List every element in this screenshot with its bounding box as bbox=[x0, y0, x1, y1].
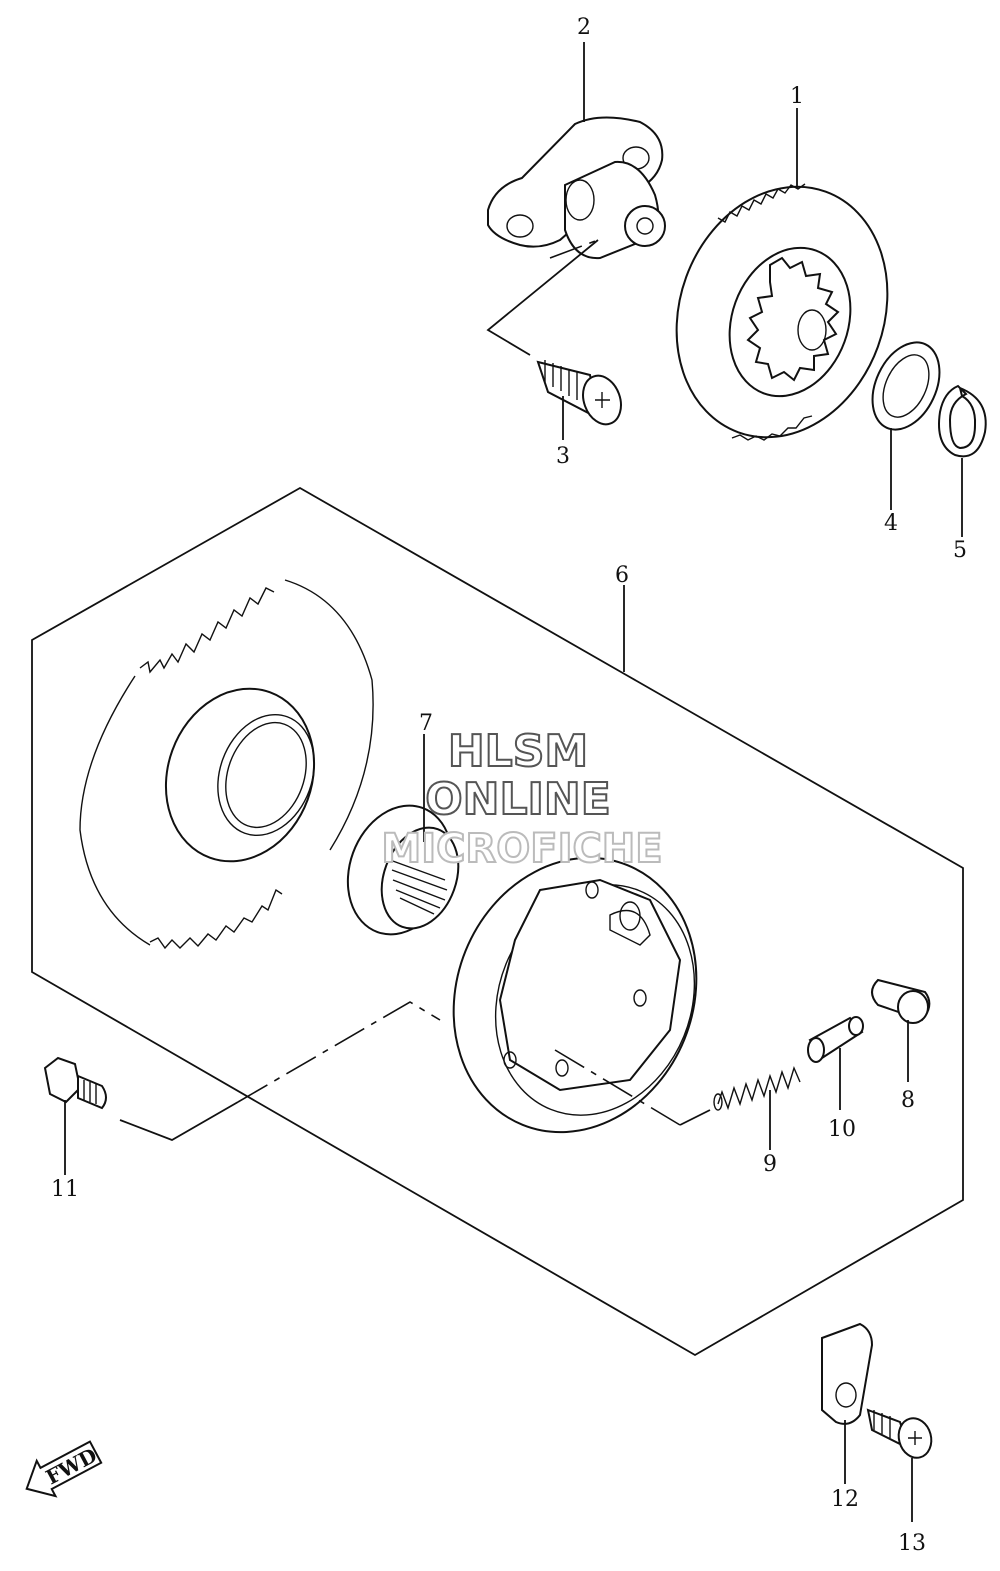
part-12-plate bbox=[821, 1322, 874, 1425]
callout-12: 12 bbox=[831, 1487, 859, 1512]
part-13-screw bbox=[866, 1408, 933, 1459]
part-6-large-gear bbox=[79, 579, 374, 950]
watermark-line-1: HLSM bbox=[448, 726, 588, 777]
fwd-label: FWD bbox=[42, 1443, 101, 1490]
callout-8: 8 bbox=[901, 1088, 915, 1113]
watermark-line-3: MICROFICHE bbox=[381, 826, 662, 872]
callout-7: 7 bbox=[419, 711, 433, 736]
part-4-washer bbox=[871, 341, 941, 431]
assembly-outline-box bbox=[31, 486, 964, 1357]
callout-3: 3 bbox=[556, 444, 570, 469]
part-1-starter-gear bbox=[675, 183, 889, 441]
callout-4: 4 bbox=[884, 511, 898, 536]
callout-6: 6 bbox=[615, 563, 629, 588]
part-2-bracket bbox=[487, 116, 666, 260]
callout-11: 11 bbox=[51, 1177, 79, 1202]
callout-1: 1 bbox=[790, 84, 804, 109]
fwd-arrow-icon: FWD bbox=[25, 1440, 103, 1498]
part-6-clutch-housing bbox=[452, 856, 698, 1134]
part-8-roller bbox=[871, 978, 931, 1024]
part-9-spring bbox=[713, 1065, 801, 1111]
callout-9: 9 bbox=[763, 1152, 777, 1177]
callout-13: 13 bbox=[898, 1531, 926, 1556]
callout-10: 10 bbox=[828, 1117, 856, 1142]
part-11-bolt bbox=[43, 1056, 107, 1110]
callout-2: 2 bbox=[577, 15, 591, 40]
part-7-needle-bearing bbox=[346, 804, 460, 936]
part-10-plunger bbox=[807, 1016, 864, 1063]
callout-5: 5 bbox=[953, 538, 967, 563]
watermark-line-2: ONLINE bbox=[425, 774, 611, 825]
watermark: HLSM ONLINE MICROFICHE bbox=[380, 725, 663, 873]
part-5-circlip bbox=[938, 384, 987, 458]
part-3-screw bbox=[536, 360, 622, 426]
